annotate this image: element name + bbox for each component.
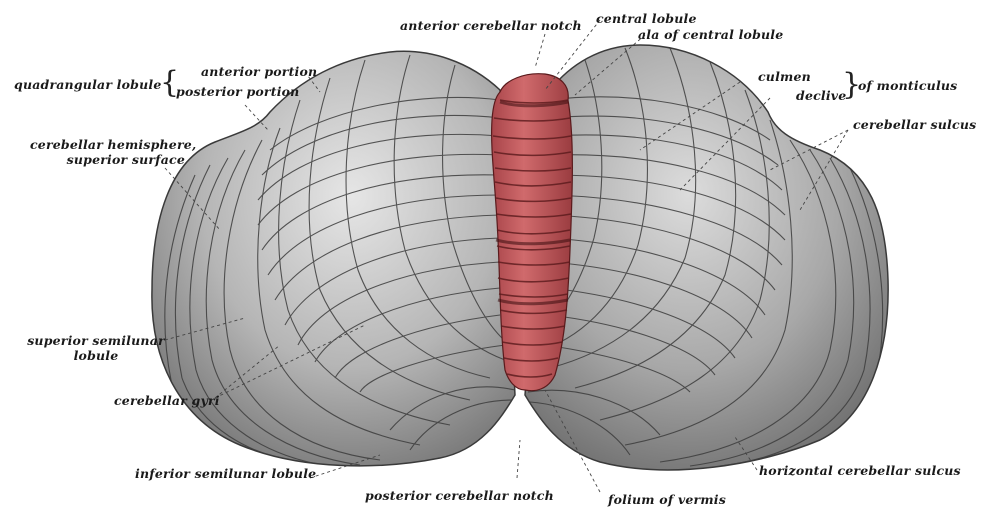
vermis [491,73,573,392]
left-brace-icon: { [160,65,180,100]
right-brace-icon: } [842,67,862,102]
label-folium-of-vermis: folium of vermis [608,492,726,507]
label-central-lobule: central lobule [596,11,697,26]
label-inferior-semilunar-lobule: inferior semilunar lobule [135,466,317,481]
label-superior-semilunar-lobule: superior semilunar lobule [26,333,166,363]
label-anterior-cerebellar-notch: anterior cerebellar notch [400,18,582,33]
label-ala-of-central-lobule: ala of central lobule [638,27,784,42]
leader-lines [164,19,849,493]
label-declive: declive [796,88,847,103]
label-culmen: culmen [758,69,811,84]
right-hemisphere [524,44,889,471]
left-hemisphere [151,50,516,467]
label-cerebellar-gyri: cerebellar gyri [114,393,220,408]
label-line: lobule [73,348,119,363]
label-line: superior semilunar [27,333,165,348]
label-anterior-portion: anterior portion [201,64,318,79]
label-horizontal-cerebellar-sulcus: horizontal cerebellar sulcus [759,463,961,478]
label-quadrangular-lobule: quadrangular lobule [14,77,162,92]
label-posterior-portion: posterior portion [176,84,300,99]
label-line: superior surface [66,152,185,167]
label-cerebellar-sulcus: cerebellar sulcus [853,117,977,132]
label-cerebellar-hemisphere-superior-surface: cerebellar hemisphere, superior surface [30,137,197,167]
label-of-monticulus: of monticulus [858,78,958,93]
label-line: cerebellar hemisphere, [30,137,197,152]
label-posterior-cerebellar-notch: posterior cerebellar notch [365,488,554,503]
